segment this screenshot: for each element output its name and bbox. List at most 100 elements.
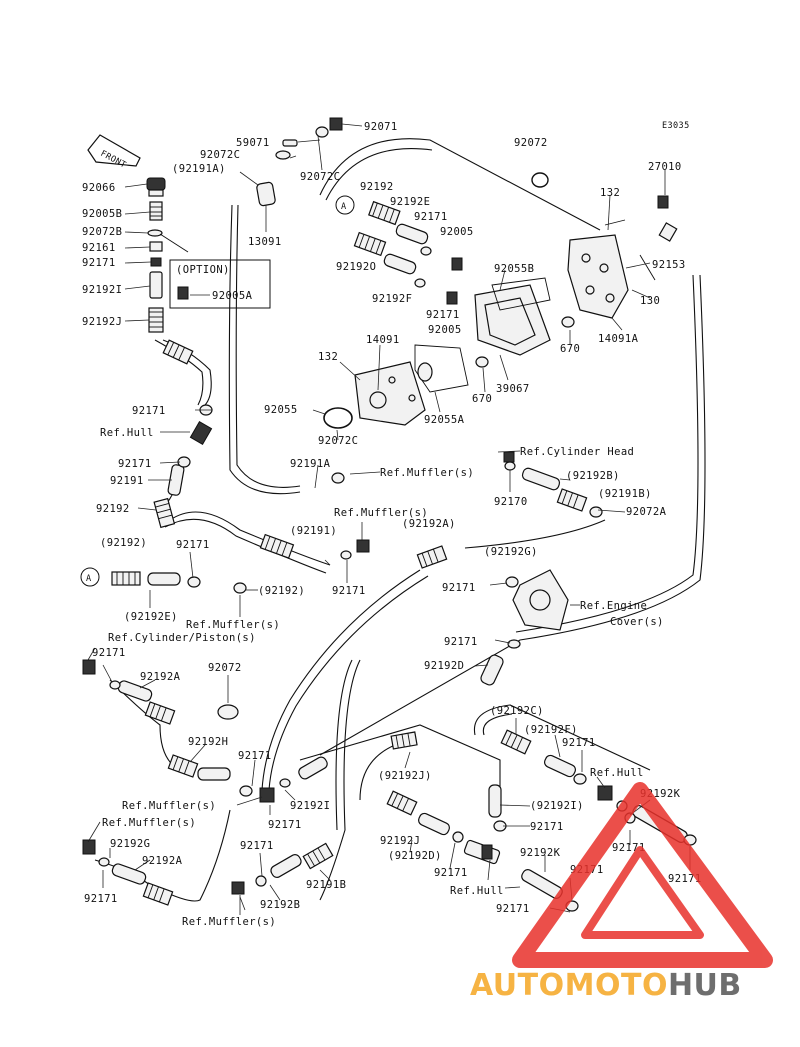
label-92192e: (92192E) xyxy=(124,611,178,623)
label-92191: (92191) xyxy=(290,525,337,537)
label-ref-muffler: Ref.Muffler(s) xyxy=(102,817,196,829)
label-92192k: 92192K xyxy=(520,847,561,859)
label-92171: 92171 xyxy=(84,893,118,905)
label-92171: 92171 xyxy=(668,873,702,885)
label-92153: 92153 xyxy=(652,259,686,271)
cover-92055b xyxy=(474,277,551,356)
label-92192g: 92192G xyxy=(110,838,150,850)
label-92066: 92066 xyxy=(82,182,116,194)
label-92161: 92161 xyxy=(82,242,116,254)
label-ref-engine: Ref.Engine xyxy=(580,600,647,612)
label-92192g: (92192G) xyxy=(484,546,538,558)
label-92191b: (92191B) xyxy=(598,488,652,500)
label-27010: 27010 xyxy=(648,161,682,173)
label-ref-hull: Ref.Hull xyxy=(450,885,504,897)
label-92170: 92170 xyxy=(494,496,528,508)
label-92072a: 92072A xyxy=(626,506,667,518)
label-59071: 59071 xyxy=(236,137,270,149)
label-92191a: (92191A) xyxy=(172,163,226,175)
label-ref-cylinder-head: Ref.Cylinder Head xyxy=(520,446,634,458)
marker-a-top: A xyxy=(335,195,355,215)
part-92161 xyxy=(149,241,163,252)
label-ref-muffler: Ref.Muffler(s) xyxy=(380,467,474,479)
label-92192d: 92192D xyxy=(424,660,464,672)
label-92171: 92171 xyxy=(426,309,460,321)
label-92192f: (92192F) xyxy=(524,724,578,736)
label-92055a: 92055A xyxy=(424,414,465,426)
label-92192: 92192 xyxy=(360,181,394,193)
label-92192j: 92192J xyxy=(380,835,420,847)
label-92192a: 92192A xyxy=(140,671,181,683)
label-92192i: 92192I xyxy=(290,800,330,812)
clamp-92072c-a xyxy=(275,150,291,160)
option-label: (OPTION) xyxy=(176,264,230,276)
label-92005a: 92005A xyxy=(212,290,253,302)
label-92191: 92191 xyxy=(110,475,144,487)
label-ref-muffler: Ref.Muffler(s) xyxy=(122,800,216,812)
label-ref-hull: Ref.Hull xyxy=(100,427,154,439)
label-92171: 92171 xyxy=(414,211,448,223)
label-92192a: 92192A xyxy=(142,855,183,867)
label-92171: 92171 xyxy=(118,458,152,470)
label-92192d: (92192D) xyxy=(388,850,442,862)
bolt-92071 xyxy=(315,117,343,138)
part-59071 xyxy=(282,139,298,147)
label-92072c: 92072C xyxy=(200,149,240,161)
svg-text:AUTOMOTOHUB: AUTOMOTOHUB xyxy=(470,968,742,1003)
label-ref-hull: Ref.Hull xyxy=(590,767,644,779)
label-92192i: (92192I) xyxy=(530,800,584,812)
marker-a-left: A xyxy=(80,567,100,587)
part-13091 xyxy=(256,181,276,207)
engine-cover-part xyxy=(512,569,569,631)
label-92072c: 92072C xyxy=(318,435,358,447)
label-92171: 92171 xyxy=(82,257,116,269)
label-92055b: 92055B xyxy=(494,263,534,275)
label-92171: 92171 xyxy=(444,636,478,648)
label-92005: 92005 xyxy=(428,324,462,336)
label-92192: (92192) xyxy=(100,537,147,549)
label-92192j: 92192J xyxy=(82,316,122,328)
label-92171: 92171 xyxy=(562,737,596,749)
label-92171: 92171 xyxy=(434,867,468,879)
label-92171: 92171 xyxy=(496,903,530,915)
hose-lines xyxy=(94,138,706,902)
label-92191b: 92191B xyxy=(306,879,346,891)
label-ref-engine-cover: Cover(s) xyxy=(610,616,664,628)
svg-text:A: A xyxy=(86,574,92,584)
label-92192a: (92192A) xyxy=(402,518,456,530)
label-92171: 92171 xyxy=(268,819,302,831)
clamp-92171 xyxy=(150,257,162,267)
label-670: 670 xyxy=(560,343,580,355)
label-670: 670 xyxy=(472,393,492,405)
label-ref-muffler: Ref.Muffler(s) xyxy=(334,507,428,519)
watermark-logo-icon: AUTOMOTOHUB xyxy=(470,782,773,1003)
option-box: (OPTION) xyxy=(169,259,271,309)
label-92192h: 92192H xyxy=(188,736,228,748)
label-92171: 92171 xyxy=(332,585,366,597)
label-ref-muffler: Ref.Muffler(s) xyxy=(182,916,276,928)
label-92005b: 92005B xyxy=(82,208,122,220)
label-92171: 92171 xyxy=(238,750,272,762)
svg-text:A: A xyxy=(341,202,347,212)
label-92071: 92071 xyxy=(364,121,398,133)
label-39067: 39067 xyxy=(496,383,530,395)
label-92171: 92171 xyxy=(176,539,210,551)
diagram-code: E3035 xyxy=(662,121,690,131)
label-92192j: (92192J) xyxy=(378,770,432,782)
label-ref-muffler: Ref.Muffler(s) xyxy=(186,619,280,631)
fitting-92005b xyxy=(149,201,163,221)
watermark-part2: HUB xyxy=(668,968,742,1003)
label-14091: 14091 xyxy=(366,334,400,346)
label-92192: 92192 xyxy=(96,503,130,515)
part-labels: 92071 59071 92072C (92191A) 92072C 92072… xyxy=(82,121,702,928)
label-92192o: 92192O xyxy=(336,261,376,273)
label-132: 132 xyxy=(600,187,620,199)
label-92072b: 92072B xyxy=(82,226,122,238)
label-92072: 92072 xyxy=(514,137,548,149)
label-92192b: (92192B) xyxy=(566,470,620,482)
label-132: 132 xyxy=(318,351,338,363)
cover-14091 xyxy=(354,344,469,426)
label-92191a: 92191A xyxy=(290,458,331,470)
cap-part xyxy=(146,177,166,197)
label-92171: 92171 xyxy=(442,582,476,594)
